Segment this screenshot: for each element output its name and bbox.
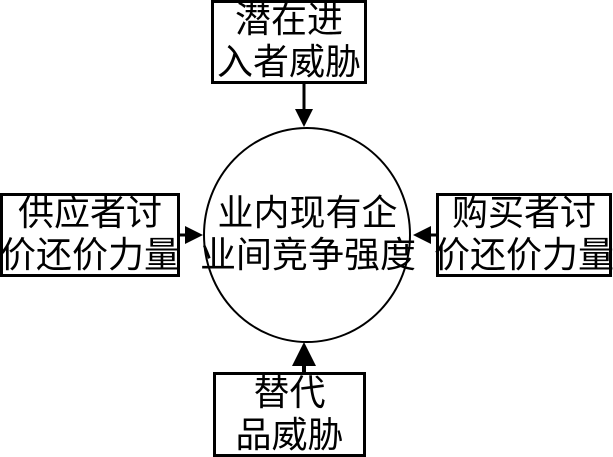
force-box-substitutes: 替代 品威胁 <box>213 372 366 457</box>
force-label-line1: 供应者讨 <box>17 193 162 234</box>
force-label-line2: 入者威胁 <box>216 42 361 83</box>
force-label-line2: 价还价力量 <box>0 235 181 276</box>
center-label-rivalry: 业内现有企 业间竞争强度 <box>200 193 417 277</box>
force-label-line1: 替代 <box>253 372 326 414</box>
force-label-line2: 品威胁 <box>235 414 344 456</box>
force-label-line1: 购买者讨 <box>451 193 596 234</box>
force-label-line2: 价还价力量 <box>434 235 613 276</box>
force-box-new-entrants: 潜在进 入者威胁 <box>211 0 367 84</box>
force-label-line1: 潜在进 <box>234 0 343 41</box>
center-label-line1: 业内现有企 <box>217 193 398 234</box>
force-box-buyer-power: 购买者讨 价还价力量 <box>434 193 613 277</box>
center-label-line2: 业间竞争强度 <box>200 235 417 276</box>
force-box-supplier-power: 供应者讨 价还价力量 <box>0 193 180 277</box>
